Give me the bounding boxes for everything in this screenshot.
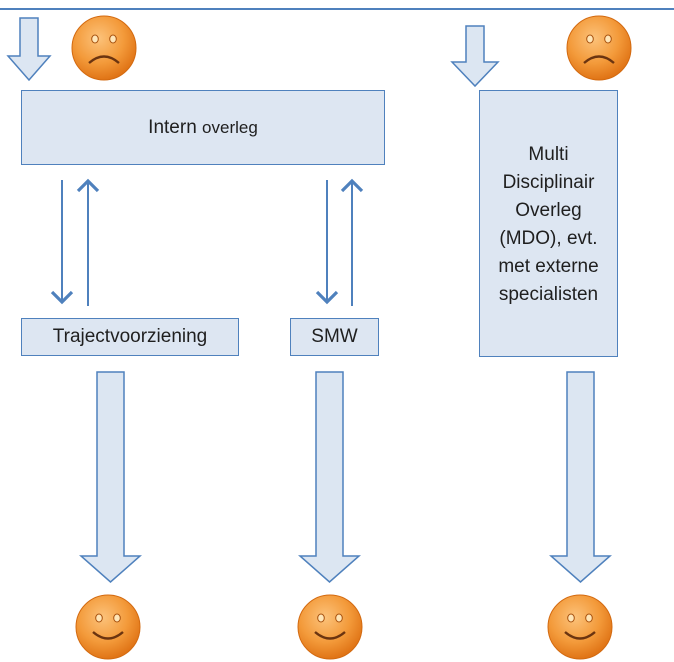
trajectvoorziening-box: Trajectvoorziening <box>21 318 239 356</box>
happy-face-icon <box>547 594 613 660</box>
mdo-line: Overleg <box>515 199 582 221</box>
intern-overleg-label: Intern overleg <box>148 117 258 139</box>
mdo-line: specialisten <box>498 283 599 305</box>
mdo-label: Multi Disciplinair Overleg (MDO), evt. m… <box>498 141 598 309</box>
intern-label-main: Intern <box>148 116 197 138</box>
mdo-line: Disciplinair <box>502 171 595 193</box>
mdo-line: (MDO), evt. <box>499 227 598 249</box>
outcome-arrow-traject <box>79 371 142 583</box>
intern-overleg-box: Intern overleg <box>21 90 385 165</box>
outcome-arrow-smw <box>298 371 361 583</box>
sad-face-icon <box>566 15 632 81</box>
mdo-line: met externe <box>498 255 599 277</box>
smw-label: SMW <box>311 326 358 347</box>
smw-box: SMW <box>290 318 379 356</box>
trajectvoorziening-label: Trajectvoorziening <box>52 326 208 347</box>
mdo-line: Multi <box>528 143 569 165</box>
outcome-arrow-mdo <box>549 371 612 583</box>
mdo-box: Multi Disciplinair Overleg (MDO), evt. m… <box>479 90 618 357</box>
happy-face-icon <box>297 594 363 660</box>
happy-face-icon <box>75 594 141 660</box>
entry-arrow-right <box>450 25 500 88</box>
intern-label-small: overleg <box>202 117 258 137</box>
entry-arrow-left <box>6 17 52 82</box>
sad-face-icon <box>71 15 137 81</box>
